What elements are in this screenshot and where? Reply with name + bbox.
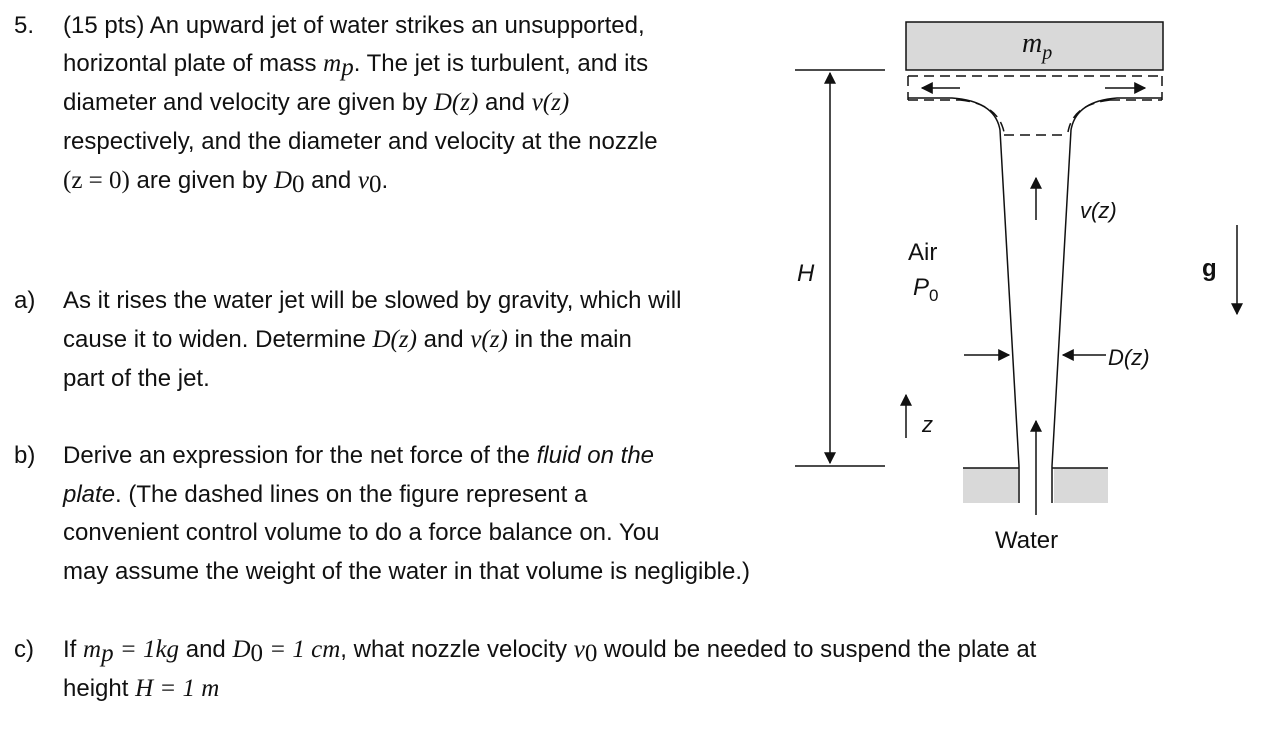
var-m: m <box>83 636 102 663</box>
var-D0-value: = 1 cm <box>263 636 341 663</box>
part-b-text-1b: fluid on the <box>536 442 655 469</box>
part-c-text-2a: height <box>63 675 136 702</box>
var-mp-value: = 1kg <box>113 636 180 663</box>
intro-text-5b: and <box>304 167 358 194</box>
ground-right <box>1054 468 1108 503</box>
plate-label: mp <box>1022 28 1052 64</box>
var-H-value: H = 1 m <box>135 675 220 702</box>
part-b-text-1a: Derive an expression for the net force o… <box>63 442 537 469</box>
var-D: D <box>232 636 251 663</box>
intro-text-2a: horizontal plate of mass <box>63 50 324 77</box>
var-v: v <box>573 636 585 663</box>
problem-line-1: (15 pts) An upward jet of water strikes … <box>63 6 645 45</box>
part-a-line-1: As it rises the water jet will be slowed… <box>63 287 682 314</box>
var-zero-sub: 0 <box>292 171 305 198</box>
part-b-label: b) <box>14 442 36 469</box>
part-c-text-1a: If <box>63 636 84 663</box>
part-c-text-1c: , what nozzle velocity <box>340 636 574 663</box>
points: (15 pts) <box>63 12 145 39</box>
problem-number: 5. <box>14 12 35 39</box>
air-label: Air <box>908 239 937 266</box>
var-Dz: D(z) <box>433 89 479 116</box>
jet-left-wall <box>908 97 1020 467</box>
var-zero-sub: 0 <box>369 171 382 198</box>
intro-text-1: An upward jet of water strikes an unsupp… <box>149 12 645 39</box>
jet-right-wall <box>1051 97 1162 467</box>
part-b-line-4: may assume the weight of the water in th… <box>63 558 751 585</box>
var-p-sub: p <box>101 640 114 667</box>
pressure-label: P0 <box>913 274 938 305</box>
z-label: z <box>921 412 933 437</box>
part-c-line-1: If mp = 1kg and D0 = 1 cm, what nozzle v… <box>63 630 1036 669</box>
intro-text-3a: diameter and velocity are given by <box>63 89 434 116</box>
part-a-text-2a: cause it to widen. Determine <box>63 326 373 353</box>
var-z0: (z = 0) <box>63 167 130 194</box>
var-p-sub: p <box>341 54 354 81</box>
problem-line-2: horizontal plate of mass mp. The jet is … <box>63 44 648 83</box>
part-b-text-2b: . (The dashed lines on the figure repres… <box>115 481 588 508</box>
height-label: H <box>797 260 815 287</box>
ground-left <box>963 468 1018 503</box>
part-a-line-3: part of the jet. <box>63 365 210 392</box>
var-m: m <box>323 50 342 77</box>
control-volume <box>907 75 1163 136</box>
var-zero-sub: 0 <box>250 640 264 667</box>
part-a-text-2c: in the main <box>507 326 632 353</box>
intro-text-2b: . The jet is turbulent, and its <box>353 50 649 77</box>
water-label: Water <box>995 527 1058 554</box>
var-zero-sub: 0 <box>584 640 598 667</box>
gravity-label: g <box>1202 255 1217 282</box>
var-D: D <box>273 167 293 194</box>
problem-line-4: respectively, and the diameter and veloc… <box>63 128 658 155</box>
var-vz: v(z) <box>470 326 508 353</box>
part-c-line-2: height H = 1 m <box>63 669 219 708</box>
part-a-text-2b: and <box>416 326 471 353</box>
intro-text-5c: . <box>381 167 389 194</box>
intro-text-3b: and <box>478 89 532 116</box>
velocity-label: v(z) <box>1080 198 1117 223</box>
var-v: v <box>357 167 370 194</box>
part-b-line-2: plate. (The dashed lines on the figure r… <box>63 475 587 514</box>
part-b-line-1: Derive an expression for the net force o… <box>63 436 654 475</box>
part-b-line-3: convenient control volume to do a force … <box>63 519 660 546</box>
problem-line-5: (z = 0) are given by D0 and v0. <box>63 161 388 200</box>
var-vz: v(z) <box>531 89 570 116</box>
part-a-label: a) <box>14 287 36 314</box>
diameter-label: D(z) <box>1108 345 1150 370</box>
part-c-text-1b: and <box>179 636 233 663</box>
intro-text-5a: are given by <box>129 167 274 194</box>
part-b-text-2a: plate <box>63 481 116 508</box>
problem-line-3: diameter and velocity are given by D(z) … <box>63 83 569 122</box>
var-Dz: D(z) <box>372 326 417 353</box>
part-a-line-2: cause it to widen. Determine D(z) and v(… <box>63 320 632 359</box>
part-c-text-1d: would be needed to suspend the plate at <box>597 636 1037 663</box>
plate <box>905 21 1164 71</box>
part-c-label: c) <box>14 636 34 663</box>
